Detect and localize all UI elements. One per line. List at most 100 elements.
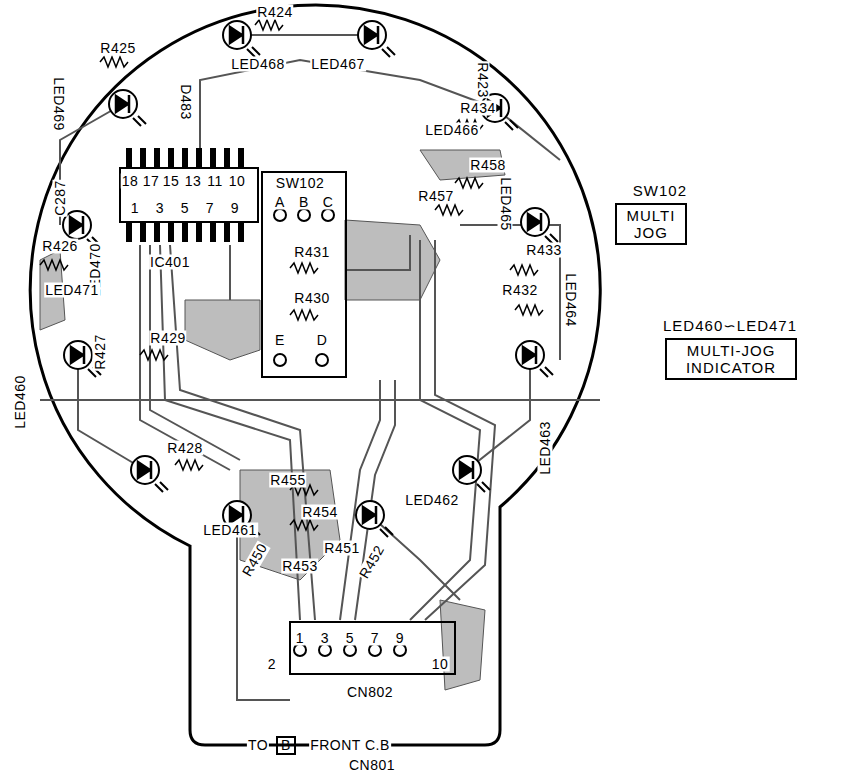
part-label: LED471 xyxy=(44,283,100,298)
part-label: CN801 xyxy=(348,758,396,773)
part-label: R424 xyxy=(256,5,293,20)
part-label: 9 xyxy=(395,631,405,646)
board-outline xyxy=(30,5,600,745)
part-label: R434 xyxy=(459,101,496,116)
part-label: A xyxy=(274,195,286,210)
part-label: R431 xyxy=(293,245,330,260)
label-box: SW102MULTI JOG xyxy=(615,203,687,245)
part-label: R457 xyxy=(417,189,454,204)
led-symbol xyxy=(230,26,243,44)
resistor-symbols xyxy=(40,20,543,530)
part-label: R425 xyxy=(99,41,136,56)
part-label: LED463 xyxy=(538,420,553,476)
led-pad xyxy=(64,341,92,369)
part-label: R433 xyxy=(525,243,562,258)
label-box: LED460∽LED471MULTI-JOG INDICATOR xyxy=(665,338,797,380)
part-label: R432 xyxy=(501,283,538,298)
part-label: 5 xyxy=(180,201,190,216)
light-arrow xyxy=(133,116,146,126)
part-label: TO xyxy=(247,738,269,753)
led-pad xyxy=(358,21,386,49)
part-label: LED467 xyxy=(310,57,366,72)
part-label: R427 xyxy=(93,333,108,370)
part-label: LED466 xyxy=(424,123,480,138)
part-label: R455 xyxy=(269,473,306,488)
light-arrow xyxy=(540,367,553,377)
led-symbol xyxy=(523,346,536,364)
part-label: 3 xyxy=(320,631,330,646)
part-label: 17 xyxy=(142,174,161,189)
part-label: 5 xyxy=(345,631,355,646)
part-label: 11 xyxy=(206,174,224,189)
ic-symbol xyxy=(120,148,258,242)
box-heading: SW102 xyxy=(633,182,687,199)
led-symbol xyxy=(138,461,151,479)
part-label: C287 xyxy=(53,179,68,216)
led-pad xyxy=(223,21,251,49)
part-label: CN802 xyxy=(346,685,394,700)
part-label: R454 xyxy=(301,505,338,520)
led-pad xyxy=(109,90,137,118)
part-label: 10 xyxy=(431,657,450,672)
led-symbol xyxy=(230,506,243,524)
part-label: R423 xyxy=(475,61,490,98)
light-arrow xyxy=(505,120,518,130)
box-text: MULTI-JOG INDICATOR xyxy=(671,342,791,376)
part-label: SW102 xyxy=(275,176,325,191)
led-pad xyxy=(453,456,481,484)
part-label: R429 xyxy=(149,331,186,346)
part-label: 13 xyxy=(184,174,203,189)
led-symbol xyxy=(71,346,84,364)
part-label: 2 xyxy=(267,657,277,672)
part-label: R451 xyxy=(323,541,360,556)
led-pad xyxy=(521,208,549,236)
part-label: LED469 xyxy=(51,76,66,132)
part-label: LED460 xyxy=(13,374,28,430)
part-label: R426 xyxy=(41,239,78,254)
led-symbol xyxy=(70,216,83,234)
box-heading: LED460∽LED471 xyxy=(663,317,797,334)
led-pad xyxy=(356,501,384,529)
led-symbol xyxy=(363,506,376,524)
part-label: 18 xyxy=(121,174,140,189)
light-arrow xyxy=(477,482,490,492)
label-box: B xyxy=(276,736,296,755)
part-label: 7 xyxy=(205,201,215,216)
part-label: 10 xyxy=(228,174,247,189)
part-label: E xyxy=(274,333,286,348)
part-label: 9 xyxy=(230,201,240,216)
part-label: LED464 xyxy=(563,272,578,328)
part-label: IC401 xyxy=(149,255,191,270)
part-label: 7 xyxy=(370,631,380,646)
led-pad xyxy=(131,456,159,484)
light-arrow xyxy=(382,47,395,57)
switch-outline xyxy=(262,172,346,377)
part-label: R453 xyxy=(281,559,318,574)
part-label: LED461 xyxy=(202,523,258,538)
part-label: LED462 xyxy=(404,493,460,508)
led-symbols xyxy=(63,21,558,537)
led-symbol xyxy=(365,26,378,44)
box-text: MULTI JOG xyxy=(621,207,681,241)
part-label: 1 xyxy=(295,631,305,646)
connector-outline xyxy=(290,622,455,674)
part-label: D xyxy=(316,333,329,348)
light-arrow xyxy=(155,482,168,492)
led-symbol xyxy=(460,461,473,479)
part-label: R458 xyxy=(469,158,506,173)
led-symbol xyxy=(528,213,541,231)
led-symbol xyxy=(116,95,129,113)
part-label: R430 xyxy=(293,291,330,306)
light-arrow xyxy=(247,47,260,57)
part-label: 1 xyxy=(130,201,140,216)
part-label: 3 xyxy=(155,201,165,216)
led-pad xyxy=(516,341,544,369)
part-label: R452 xyxy=(356,542,388,582)
part-label: 15 xyxy=(162,174,181,189)
light-arrow xyxy=(380,527,393,537)
part-label: C xyxy=(322,195,335,210)
part-label: LED468 xyxy=(230,57,286,72)
